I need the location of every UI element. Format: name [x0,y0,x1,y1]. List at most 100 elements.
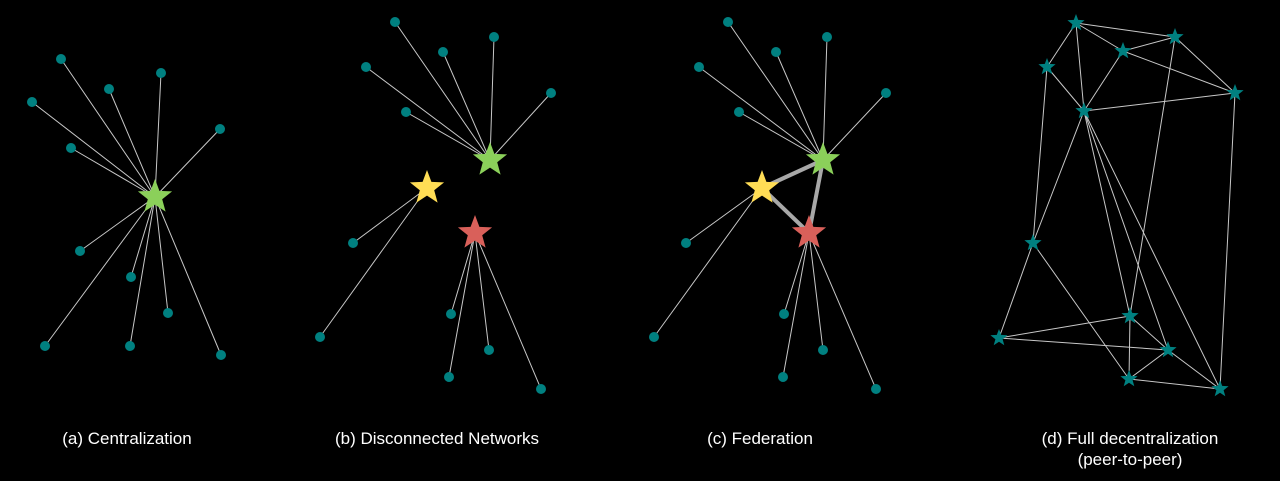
connection-edge [698,66,824,161]
connection-edge [60,58,156,198]
client-node-circle-icon [126,272,136,282]
client-node-circle-icon [66,143,76,153]
client-node-circle-icon [681,238,691,248]
client-node-circle-icon [771,47,781,57]
connection-edge [108,88,156,198]
yellow-hub-star-icon [409,170,445,203]
caption-line: (b) Disconnected Networks [334,429,540,448]
connection-edge [405,111,491,161]
peer-node-star-icon [1075,102,1093,119]
client-node-circle-icon [871,384,881,394]
connection-edge [129,196,156,347]
connection-edge [319,187,428,338]
client-node-circle-icon [881,88,891,98]
peer-edge [1083,92,1236,112]
green-hub-star-icon [805,142,841,175]
peer-edge [998,242,1034,339]
peer-node-star-icon [1114,42,1132,59]
red-hub-star-icon [791,215,827,248]
green-hub-star-icon [472,142,508,175]
panel-centralization [27,54,226,360]
peer-edge [998,337,1169,351]
peer-edge [1129,315,1169,351]
yellow-hub-star-icon [744,170,780,203]
peer-node-star-icon [1121,307,1139,324]
client-node-circle-icon [818,345,828,355]
caption-line: (c) Federation [707,429,813,448]
panel-federation [649,17,891,394]
client-node-circle-icon [75,246,85,256]
connection-edge [450,232,476,315]
connection-edge [442,51,491,161]
client-node-circle-icon [484,345,494,355]
connection-edge [394,21,491,161]
client-node-circle-icon [56,54,66,64]
connection-edge [808,232,877,390]
client-node-circle-icon [779,309,789,319]
connection-edge [154,72,162,198]
peer-edge [1083,110,1169,351]
connection-edge [685,187,763,244]
client-node-circle-icon [125,341,135,351]
caption-disconnected-networks: (b) Disconnected Networks [287,428,587,449]
peer-edge [1075,22,1124,52]
peer-edge [1128,315,1131,380]
peer-edge [998,315,1131,339]
peer-node-star-icon [1067,14,1085,31]
peer-edge [1129,36,1176,317]
client-node-circle-icon [489,32,499,42]
client-node-circle-icon [390,17,400,27]
red-hub-star-icon [457,215,493,248]
peer-edge [1083,50,1124,112]
peer-edge [1122,50,1236,94]
caption-line: (a) Centralization [62,429,192,448]
client-node-circle-icon [546,88,556,98]
caption-line: (peer-to-peer) [1077,450,1183,469]
peer-edge [1083,110,1131,317]
connection-edge [448,232,476,378]
client-node-circle-icon [723,17,733,27]
connection-edge [154,128,221,198]
client-node-circle-icon [361,62,371,72]
connection-edge [489,92,552,161]
connection-edge [44,196,156,347]
client-node-circle-icon [348,238,358,248]
peer-edge [1128,349,1169,380]
connection-edge [365,66,491,161]
peer-edge [1083,110,1221,390]
connection-edge [775,51,824,161]
client-node-circle-icon [444,372,454,382]
client-node-circle-icon [315,332,325,342]
connection-edge [727,21,824,161]
caption-federation: (c) Federation [680,428,840,449]
client-node-circle-icon [446,309,456,319]
peer-edge [1174,36,1236,94]
peer-node-star-icon [990,329,1008,346]
connection-edge [782,232,810,378]
peer-edge [1032,242,1130,380]
client-node-circle-icon [438,47,448,57]
panel-full-decentralization [990,14,1244,397]
connection-edge [31,101,156,198]
peer-edge [1219,92,1236,390]
connection-edge [738,111,824,161]
panel-disconnected-networks [315,17,556,394]
client-node-circle-icon [734,107,744,117]
client-node-circle-icon [27,97,37,107]
connection-edge [70,147,156,198]
client-node-circle-icon [163,308,173,318]
peer-edge [1032,66,1048,244]
client-node-circle-icon [694,62,704,72]
connection-edge [79,196,156,252]
client-node-circle-icon [822,32,832,42]
caption-line: (d) Full decentralization [1041,429,1219,448]
caption-centralization: (a) Centralization [27,428,227,449]
peer-edge [1046,22,1077,68]
connection-edge [154,196,222,356]
connection-edge [130,196,156,278]
peer-edge [1128,378,1221,390]
client-node-circle-icon [40,341,50,351]
peer-edge [1122,36,1176,52]
client-node-circle-icon [215,124,225,134]
connection-edge [783,232,810,315]
